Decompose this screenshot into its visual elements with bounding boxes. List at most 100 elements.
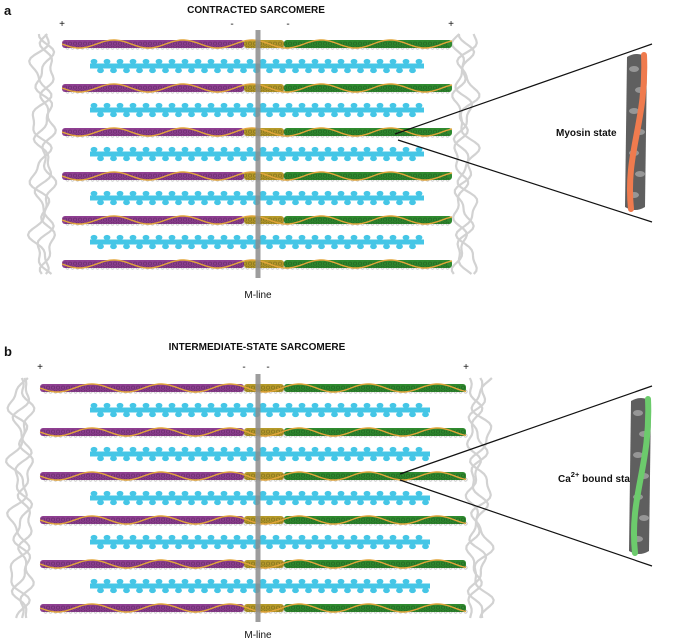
myosin-head	[350, 402, 358, 409]
myosin-head	[97, 199, 104, 206]
panel-a-plus-left: +	[59, 19, 65, 30]
myosin-head	[376, 190, 384, 197]
myosin-head	[298, 490, 306, 497]
myosin-head	[324, 578, 332, 585]
myosin-head	[188, 111, 195, 118]
myosin-head	[266, 67, 273, 74]
myosin-head	[305, 155, 312, 162]
myosin-head	[318, 67, 325, 74]
myosin-head	[162, 155, 169, 162]
myosin-head	[162, 455, 169, 462]
myosin-head	[220, 534, 228, 541]
myosin-head	[220, 102, 228, 109]
thin-filament-right	[284, 516, 466, 524]
myosin-head	[383, 243, 390, 250]
myosin-head	[207, 102, 215, 109]
myosin-head	[363, 534, 371, 541]
titin-strand	[466, 377, 490, 619]
myosin-head	[324, 490, 332, 497]
myosin-head	[220, 446, 228, 453]
myosin-head	[175, 499, 182, 506]
myosin-head	[266, 455, 273, 462]
panel-b-minus-right: -	[266, 362, 269, 373]
myosin-head	[272, 446, 280, 453]
thin-filament	[39, 471, 468, 482]
myosin-head	[279, 155, 286, 162]
myosin-head	[240, 411, 247, 418]
myosin-head	[240, 455, 247, 462]
myosin-head	[422, 455, 429, 462]
myosin-head	[155, 578, 163, 585]
myosin-head	[311, 190, 319, 197]
myosin-head	[383, 411, 390, 418]
myosin-head	[311, 58, 319, 65]
thin-filament-right	[284, 172, 452, 180]
myosin-head	[422, 543, 429, 550]
myosin-head	[402, 402, 410, 409]
titin-strand	[16, 377, 36, 619]
myosin-head	[123, 243, 130, 250]
myosin-head	[279, 411, 286, 418]
myosin-head	[279, 499, 286, 506]
myosin-head	[214, 411, 221, 418]
myosin-head	[357, 111, 364, 118]
myosin-head	[383, 543, 390, 550]
thin-filament	[39, 559, 468, 570]
myosin-head	[240, 199, 247, 206]
myosin-head	[103, 58, 111, 65]
myosin-head	[292, 411, 299, 418]
myosin-head	[194, 446, 202, 453]
myosin-head	[168, 490, 176, 497]
myosin-head	[331, 411, 338, 418]
titin-strand	[26, 33, 53, 275]
myosin-head	[324, 190, 332, 197]
myosin-head	[383, 111, 390, 118]
myosin-head	[233, 190, 241, 197]
myosin-head	[305, 243, 312, 250]
myosin-head	[162, 543, 169, 550]
myosin-head	[272, 490, 280, 497]
myosin-head	[207, 146, 215, 153]
myosin-head	[318, 411, 325, 418]
myosin-head	[201, 199, 208, 206]
myosin-head	[129, 234, 137, 241]
myosin-head	[259, 146, 267, 153]
myosin-head	[103, 190, 111, 197]
myosin-head	[324, 146, 332, 153]
myosin-head	[305, 67, 312, 74]
myosin-head	[415, 402, 423, 409]
zoom-line-bottom	[397, 139, 653, 223]
density-strand	[627, 52, 648, 212]
thin-filament	[39, 515, 468, 526]
myosin-head	[357, 543, 364, 550]
myosin-head	[136, 243, 143, 250]
myosin-head	[110, 243, 117, 250]
thin-filament	[61, 127, 453, 138]
myosin-head	[383, 499, 390, 506]
myosin-head	[194, 190, 202, 197]
zoom-line-bottom	[399, 479, 653, 567]
myosin-head	[246, 58, 254, 65]
myosin-head	[123, 199, 130, 206]
myosin-head	[240, 111, 247, 118]
myosin-head	[136, 543, 143, 550]
myosin-head	[207, 190, 215, 197]
myosin-head	[370, 499, 377, 506]
myosin-head	[396, 199, 403, 206]
myosin-head	[298, 102, 306, 109]
myosin-head	[305, 499, 312, 506]
myosin-head	[123, 411, 130, 418]
myosin-head	[389, 102, 397, 109]
thin-filament-left	[62, 128, 244, 136]
myosin-head	[188, 155, 195, 162]
thin-filament-right	[284, 216, 452, 224]
myosin-head	[396, 67, 403, 74]
myosin-head	[259, 578, 267, 585]
myosin-head	[207, 446, 215, 453]
myosin-head	[266, 155, 273, 162]
myosin-head	[363, 402, 371, 409]
titin-strand	[10, 377, 34, 619]
myosin-head	[168, 234, 176, 241]
density-strand	[631, 396, 652, 556]
myosin-head	[149, 543, 156, 550]
